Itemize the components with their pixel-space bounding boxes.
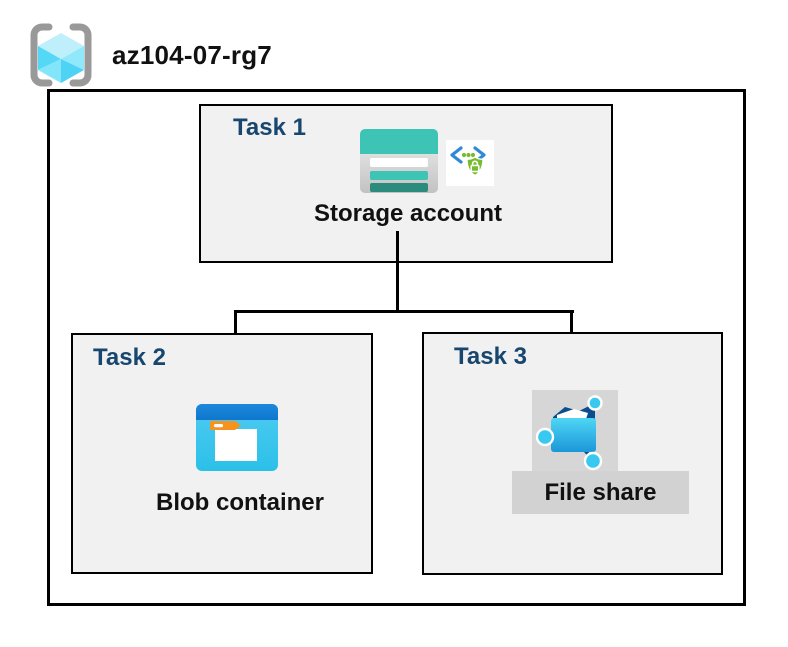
shared-access-signature-icon	[446, 140, 494, 186]
resource-group-header: az104-07-rg7	[0, 0, 788, 90]
file-share-label-band: File share	[512, 471, 689, 514]
azure-resource-group-icon	[30, 23, 92, 87]
task3-label: Task 3	[454, 343, 527, 370]
file-share-label: File share	[544, 478, 657, 506]
task1-label: Task 1	[233, 114, 306, 141]
storage-account-label: Storage account	[313, 200, 503, 227]
resource-group-name: az104-07-rg7	[112, 40, 272, 70]
blob-container-icon	[196, 404, 278, 471]
task3-box: Task 3 File share	[422, 332, 723, 575]
blob-container-label: Blob container	[155, 489, 324, 516]
connector-branch	[234, 310, 574, 313]
connector-storage-down	[396, 231, 399, 312]
task2-label: Task 2	[93, 344, 166, 371]
task1-box: Task 1 Storage account	[199, 104, 613, 263]
file-share-selection-backdrop	[532, 390, 618, 471]
storage-account-icon	[360, 129, 438, 193]
task2-box: Task 2 Blob container	[71, 333, 373, 574]
file-share-icon	[535, 395, 603, 471]
